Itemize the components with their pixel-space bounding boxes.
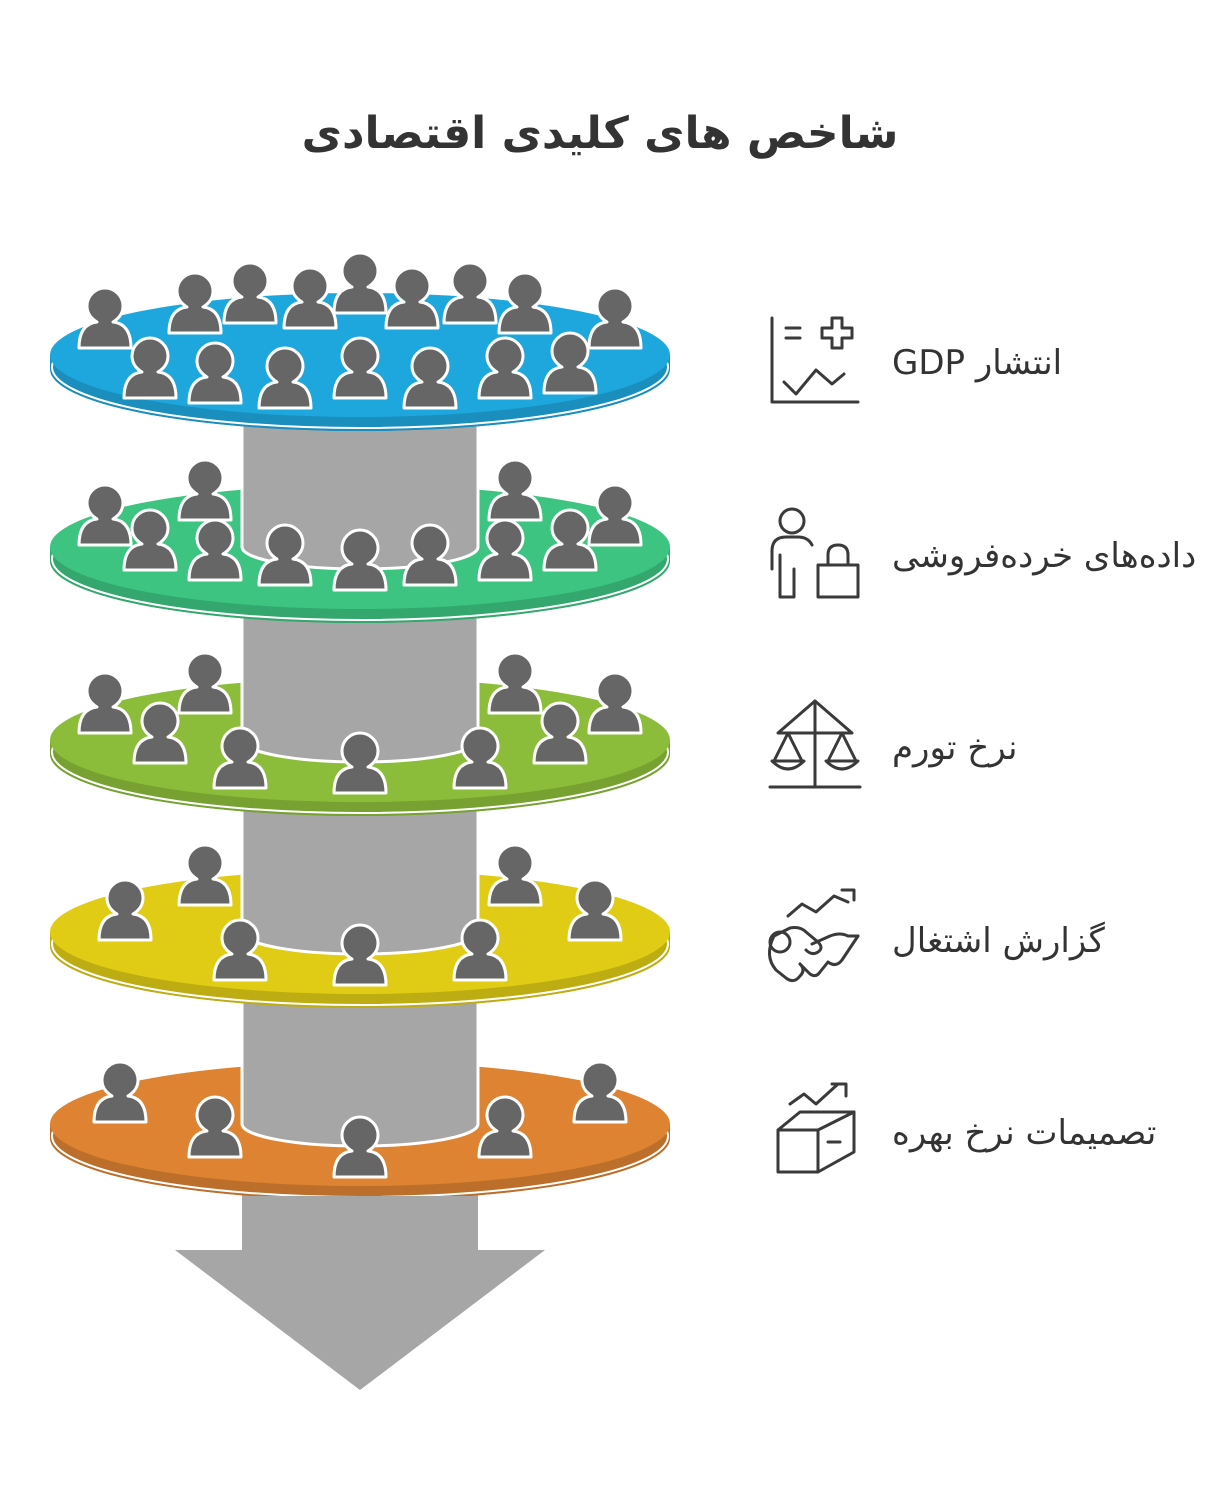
handshake-trend-icon: [768, 888, 860, 983]
person-icon: [384, 266, 440, 330]
person-icon: [212, 726, 268, 790]
box-trend-icon: [776, 1082, 856, 1174]
level-label-gdp: انتشار GDP: [892, 343, 1063, 383]
person-icon: [97, 878, 153, 942]
level-label-inflation: نرخ تورم: [892, 728, 1018, 768]
chart-plus-icon: [770, 316, 860, 404]
person-icon: [212, 918, 268, 982]
person-icon: [532, 701, 588, 765]
person-icon: [587, 671, 643, 735]
level-row-employment: گزارش اشتغال: [760, 888, 1225, 998]
level-label-interest: تصمیمات نرخ بهره: [892, 1113, 1157, 1153]
person-icon: [442, 261, 498, 325]
person-icon: [332, 731, 388, 795]
person-icon: [132, 701, 188, 765]
person-icon: [567, 878, 623, 942]
person-icon: [282, 266, 338, 330]
person-icon: [187, 1095, 243, 1159]
person-icon: [92, 1060, 148, 1124]
person-shopping-bag-icon: [770, 507, 860, 599]
person-icon: [77, 483, 133, 547]
person-icon: [487, 458, 543, 522]
person-icon: [177, 843, 233, 907]
level-row-retail: داده‌های خرده‌فروشی: [760, 503, 1225, 613]
person-icon: [452, 726, 508, 790]
funnel-level-3: [50, 611, 670, 816]
funnel-level-1: [50, 251, 670, 431]
person-icon: [452, 918, 508, 982]
person-icon: [332, 251, 388, 315]
level-label-employment: گزارش اشتغال: [892, 921, 1105, 961]
person-icon: [587, 483, 643, 547]
level-row-inflation: نرخ تورم: [760, 695, 1225, 805]
person-icon: [177, 651, 233, 715]
person-icon: [487, 843, 543, 907]
level-row-interest: تصمیمات نرخ بهره: [760, 1080, 1225, 1190]
funnel-level-5: [50, 996, 670, 1200]
person-icon: [122, 336, 178, 400]
arrow-stem: [242, 1196, 478, 1252]
person-icon: [542, 508, 598, 572]
person-icon: [587, 286, 643, 350]
person-icon: [332, 923, 388, 987]
page-title: شاخص های کلیدی اقتصادی: [301, 108, 899, 159]
person-icon: [187, 518, 243, 582]
person-icon: [572, 1060, 628, 1124]
person-icon: [257, 346, 313, 410]
funnel-level-4: [50, 804, 670, 1008]
person-icon: [332, 528, 388, 592]
person-icon: [497, 271, 553, 335]
person-icon: [177, 458, 233, 522]
person-icon: [477, 1095, 533, 1159]
level-row-gdp: انتشار GDP: [760, 310, 1225, 420]
person-icon: [477, 336, 533, 400]
person-icon: [542, 331, 598, 395]
funnel-level-2: [50, 419, 670, 623]
person-icon: [402, 346, 458, 410]
person-icon: [257, 523, 313, 587]
person-icon: [122, 508, 178, 572]
person-icon: [77, 671, 133, 735]
person-icon: [167, 271, 223, 335]
balance-scale-icon: [768, 699, 862, 789]
person-icon: [187, 341, 243, 405]
level-label-retail: داده‌های خرده‌فروشی: [892, 536, 1197, 576]
person-icon: [222, 261, 278, 325]
person-icon: [402, 523, 458, 587]
person-icon: [477, 518, 533, 582]
person-icon: [487, 651, 543, 715]
person-icon: [332, 1115, 388, 1179]
person-icon: [332, 336, 388, 400]
funnel-diagram: [50, 251, 670, 1390]
person-icon: [77, 286, 133, 350]
